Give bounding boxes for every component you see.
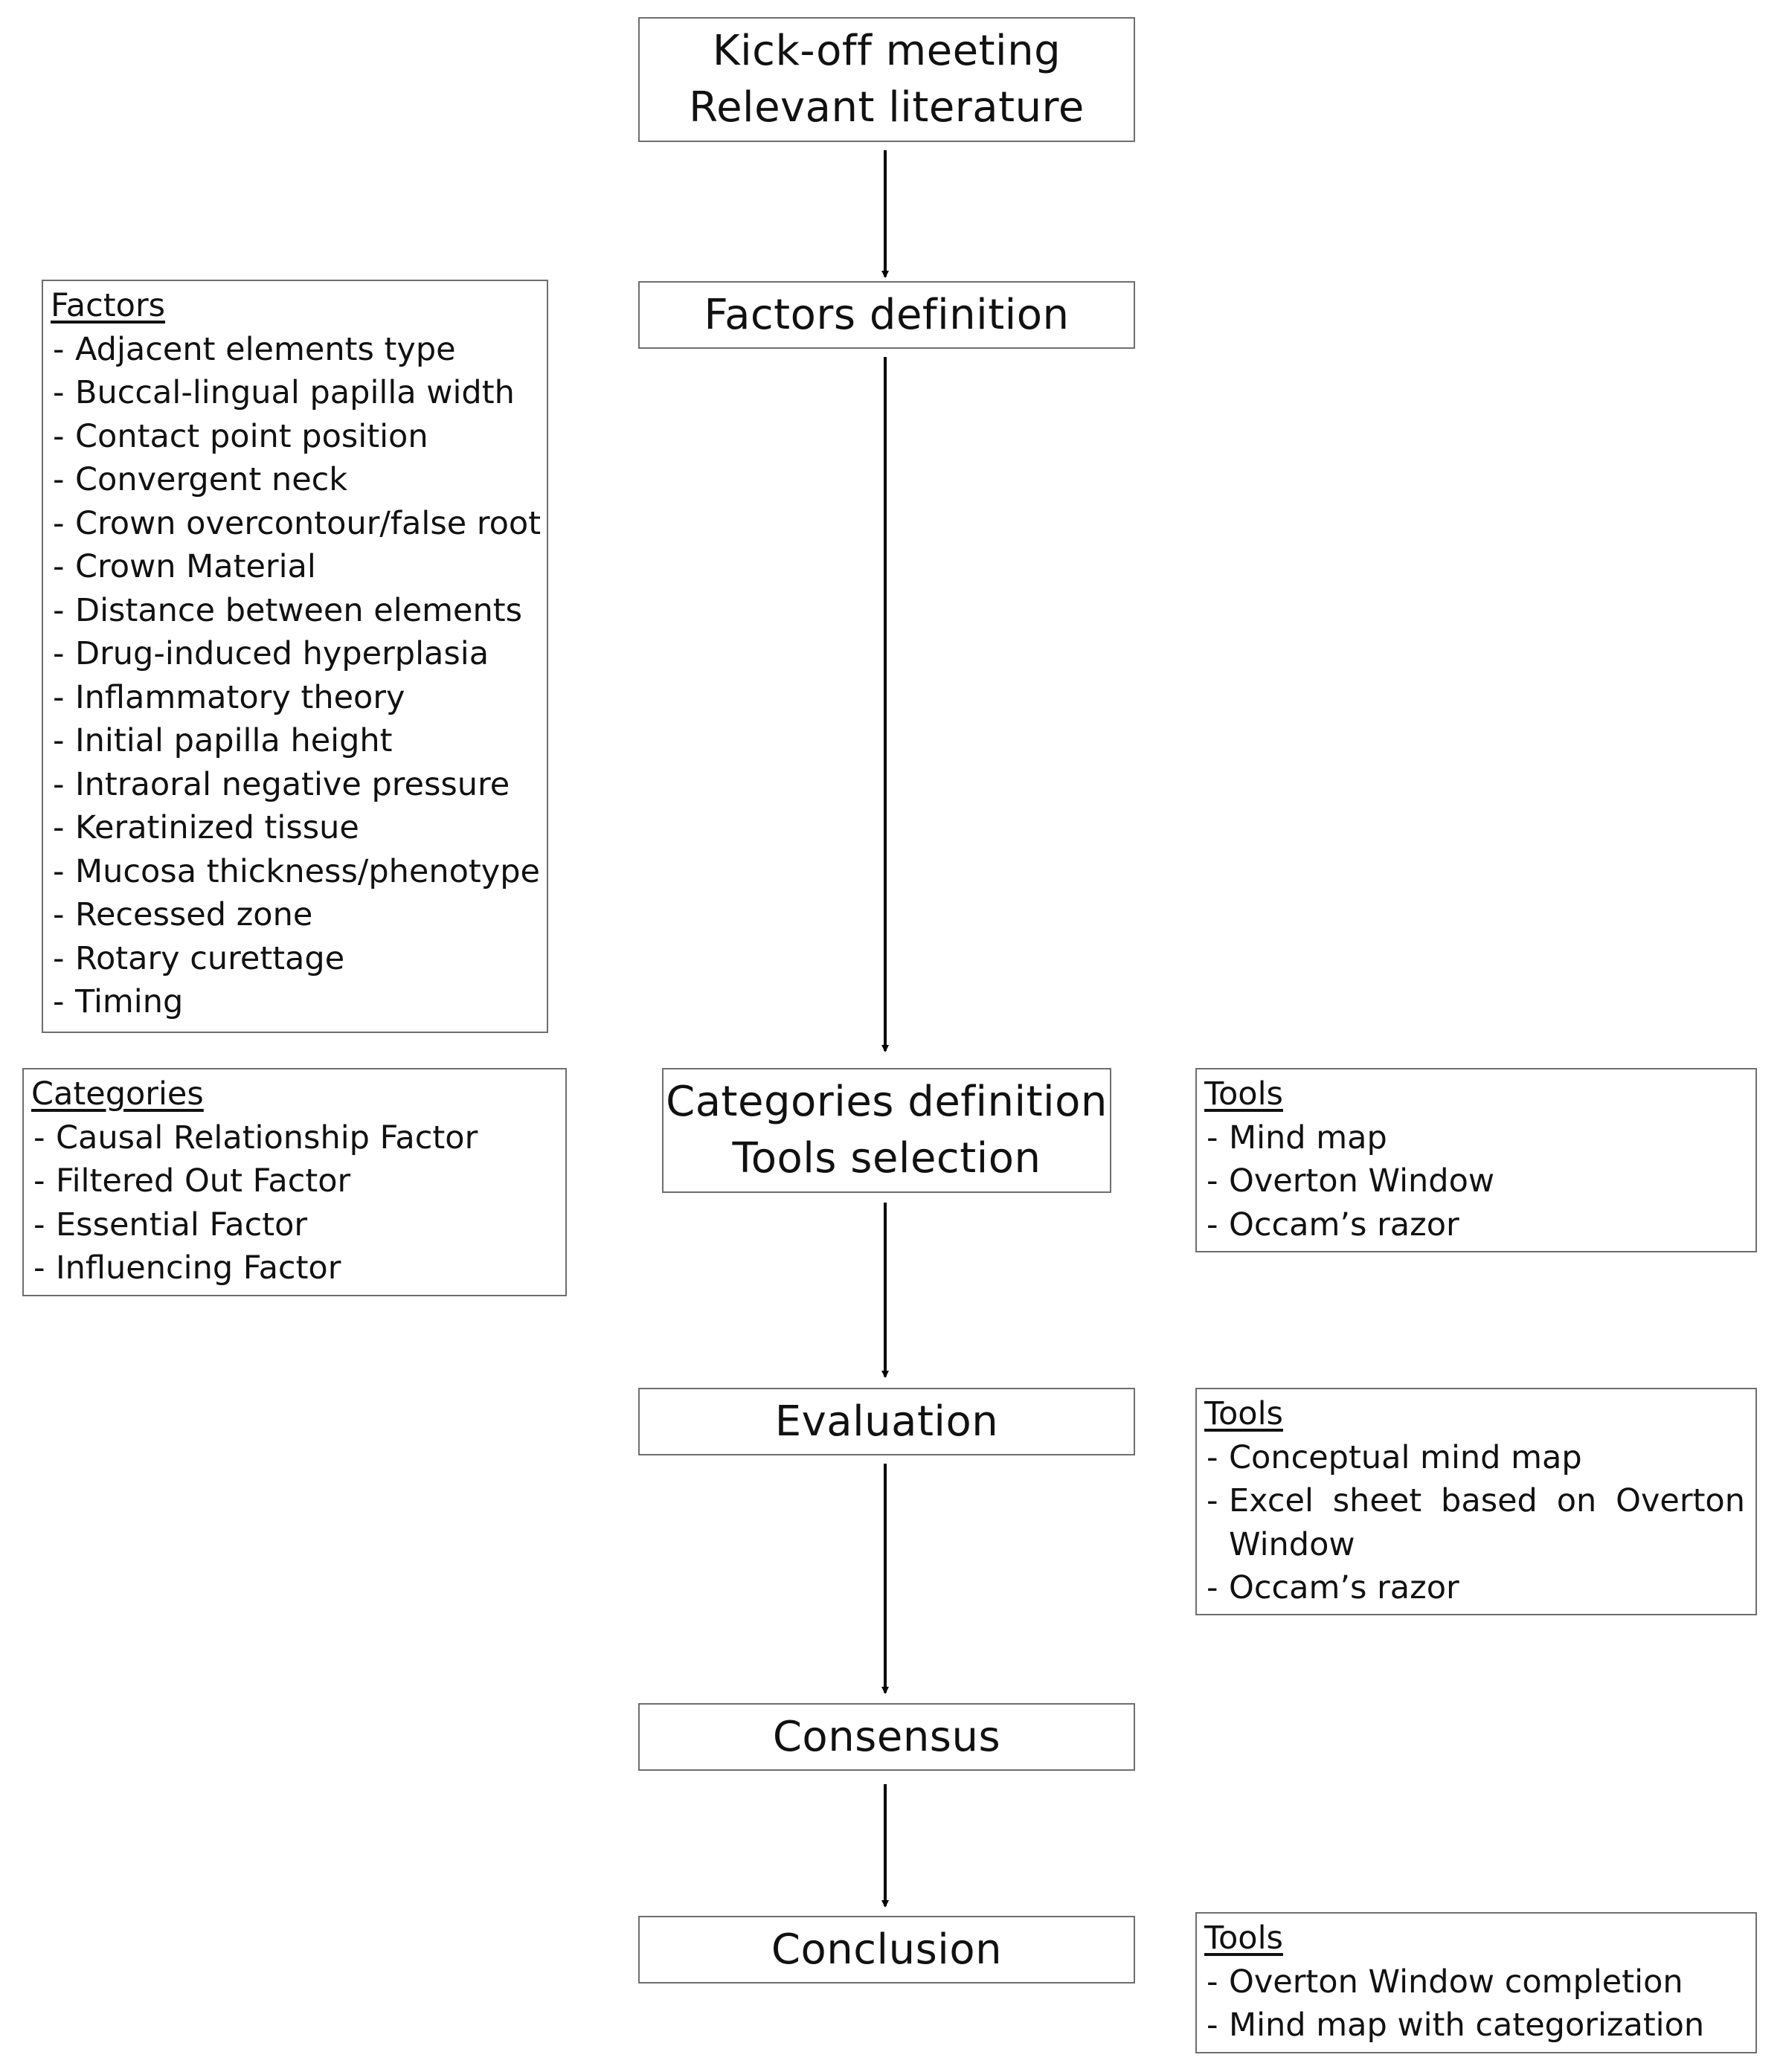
- tools-evaluation-panel: Tools Conceptual mind map Excel sheet ba…: [1195, 1388, 1757, 1615]
- categories-list: Causal Relationship Factor Filtered Out …: [31, 1116, 565, 1290]
- tool-item: Occam’s razor: [1204, 1203, 1755, 1247]
- category-item: Essential Factor: [31, 1203, 565, 1247]
- factor-item: Distance between elements: [51, 589, 547, 633]
- factor-item: Mucosa thickness/phenotype: [51, 850, 547, 894]
- step-evaluation: Evaluation: [638, 1388, 1135, 1455]
- step-categories-definition-line1: Categories definition: [666, 1078, 1108, 1126]
- category-item: Filtered Out Factor: [31, 1159, 565, 1203]
- factor-item: Crown overcontour/false root: [51, 502, 547, 546]
- factor-item: Initial papilla height: [51, 719, 547, 763]
- factor-item: Intraoral negative pressure: [51, 763, 547, 807]
- tools-evaluation-list: Conceptual mind map Excel sheet based on…: [1204, 1436, 1755, 1610]
- tools-selection-panel: Tools Mind map Overton Window Occam’s ra…: [1195, 1068, 1757, 1252]
- tools-conclusion-heading: Tools: [1204, 1920, 1283, 1957]
- tools-conclusion-panel: Tools Overton Window completion Mind map…: [1195, 1912, 1757, 2053]
- category-item: Causal Relationship Factor: [31, 1116, 565, 1160]
- step-factors-definition: Factors definition: [638, 281, 1135, 349]
- factor-item: Convergent neck: [51, 458, 547, 502]
- step-conclusion: Conclusion: [638, 1916, 1135, 1983]
- step-kickoff: Kick-off meeting Relevant literature: [638, 17, 1135, 142]
- step-kickoff-line1: Kick-off meeting: [712, 27, 1061, 75]
- factor-item: Crown Material: [51, 545, 547, 589]
- step-factors-definition-label: Factors definition: [704, 290, 1070, 339]
- step-consensus: Consensus: [638, 1703, 1135, 1771]
- step-categories-definition-line2: Tools selection: [732, 1134, 1041, 1183]
- categories-panel: Categories Causal Relationship Factor Fi…: [22, 1068, 567, 1296]
- factors-panel: Factors Adjacent elements type Buccal-li…: [42, 280, 548, 1033]
- step-evaluation-label: Evaluation: [774, 1397, 999, 1446]
- factors-list: Adjacent elements type Buccal-lingual pa…: [51, 328, 547, 1024]
- tools-evaluation-heading: Tools: [1204, 1395, 1283, 1432]
- tools-conclusion-list: Overton Window completion Mind map with …: [1204, 1960, 1755, 2047]
- factor-item: Buccal-lingual papilla width: [51, 371, 547, 415]
- tool-item: Overton Window: [1204, 1159, 1755, 1203]
- factor-item: Adjacent elements type: [51, 328, 547, 372]
- tools-selection-heading: Tools: [1204, 1075, 1283, 1113]
- tool-item: Mind map with categorization: [1204, 2004, 1755, 2047]
- step-categories-definition: Categories definition Tools selection: [662, 1068, 1111, 1193]
- factor-item: Contact point position: [51, 415, 547, 459]
- factor-item: Timing: [51, 980, 547, 1024]
- tool-item: Occam’s razor: [1204, 1566, 1745, 1610]
- factor-item: Inflammatory theory: [51, 676, 547, 720]
- factor-item: Drug-induced hyperplasia: [51, 632, 547, 676]
- factor-item: Keratinized tissue: [51, 806, 547, 850]
- tool-item: Mind map: [1204, 1116, 1755, 1160]
- step-conclusion-label: Conclusion: [771, 1925, 1003, 1974]
- step-kickoff-line2: Relevant literature: [689, 83, 1085, 132]
- categories-panel-heading: Categories: [31, 1075, 204, 1113]
- tools-selection-list: Mind map Overton Window Occam’s razor: [1204, 1116, 1755, 1247]
- factors-panel-heading: Factors: [51, 287, 166, 324]
- step-consensus-label: Consensus: [772, 1712, 1001, 1761]
- category-item: Influencing Factor: [31, 1246, 565, 1290]
- tool-item: Overton Window completion: [1204, 1960, 1755, 2004]
- tool-item: Excel sheet based on Overton Window: [1204, 1479, 1745, 1566]
- factor-item: Recessed zone: [51, 893, 547, 937]
- factor-item: Rotary curettage: [51, 937, 547, 981]
- tool-item: Conceptual mind map: [1204, 1436, 1745, 1480]
